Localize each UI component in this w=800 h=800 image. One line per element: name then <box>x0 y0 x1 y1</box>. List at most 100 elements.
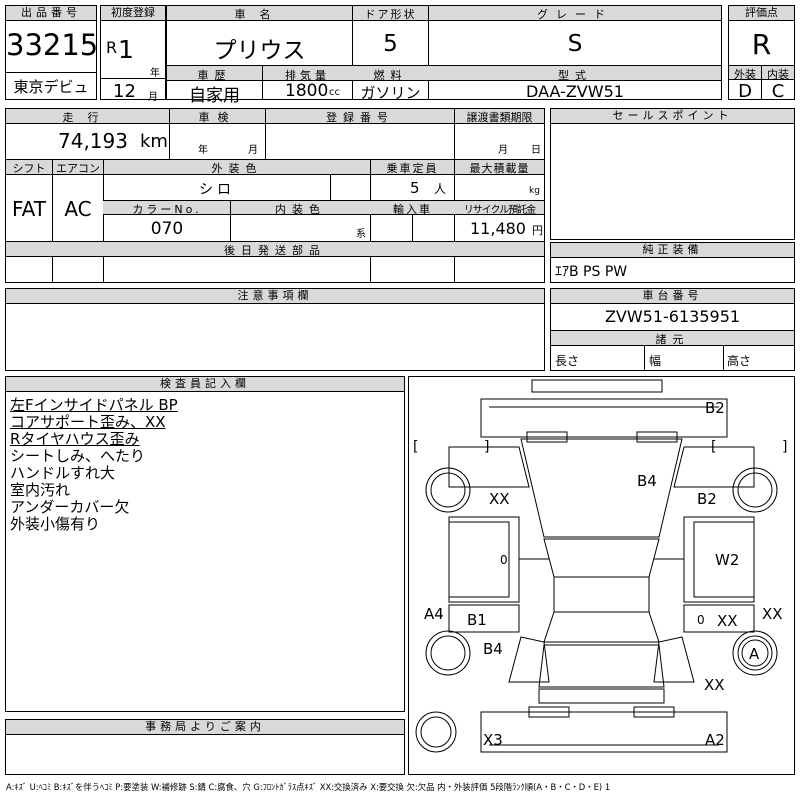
fuel-type: ガソリン <box>360 84 421 102</box>
mark-0-right-rear: 0 <box>697 613 705 627</box>
left-rear-wheel <box>425 630 471 676</box>
int-color-unit: 系 <box>356 229 366 240</box>
score-label: 評価点 <box>729 6 794 21</box>
note-line: 左Fインサイドパネル BP <box>10 396 178 414</box>
rear-bumper <box>538 688 665 704</box>
length-label: 長さ <box>555 354 580 368</box>
mark-a2-bottom: A2 <box>705 731 725 749</box>
mileage-unit: km <box>140 131 168 152</box>
note-line: Rタイヤハウス歪み <box>10 430 140 448</box>
mark-a4-left: A4 <box>424 605 444 623</box>
windshield <box>543 538 660 578</box>
bracket: ] <box>484 439 490 455</box>
load-label: 最大積載量 <box>469 162 530 175</box>
left-quarter <box>508 636 550 683</box>
transfer-label: 譲渡書類期限 <box>466 111 533 124</box>
color-no-label: カラーNo. <box>132 203 202 216</box>
inspector-label: 検査員記入欄 <box>6 377 404 392</box>
bracket: [ <box>711 439 717 455</box>
recycle-label: リサイクル預託金 <box>463 205 537 216</box>
right-rear-wheel <box>732 630 778 676</box>
mark-x3-bottom: X3 <box>483 731 503 749</box>
inspection-month-unit: 月 <box>248 145 258 156</box>
equipment-box: 純正装備 ｴｱB PS PW <box>550 242 795 283</box>
equipment: ｴｱB PS PW <box>555 264 628 280</box>
era: R <box>106 38 118 57</box>
mark-0-left: 0 <box>500 553 508 567</box>
door-label: ドア形状 <box>364 8 417 21</box>
first-reg-label: 初度登録 <box>101 6 165 21</box>
exterior-grade: D <box>738 81 752 102</box>
mileage: 74,193 <box>58 129 128 153</box>
color-number: 070 <box>150 219 184 239</box>
car-diagram-svg <box>415 379 778 753</box>
specs-label: 諸元 <box>655 333 690 346</box>
capacity: 5 <box>410 179 420 197</box>
ac-label: エアコン <box>56 162 100 175</box>
shift-label: シフト <box>12 162 46 175</box>
details-box: 走行 車検 登録番号 譲渡書類期限 74,193 km 年 月 月 日 シフト … <box>5 108 545 283</box>
trunk <box>538 644 665 688</box>
lot-label: 出品番号 <box>6 6 96 21</box>
rear-glass <box>543 611 660 643</box>
capacity-label: 乗車定員 <box>386 162 439 175</box>
debut-label: 東京デビュ <box>13 78 89 96</box>
fuel-label: 燃料 <box>373 69 408 82</box>
note-line: シートしみ、へたり <box>10 447 146 465</box>
right-rear-door <box>683 604 755 633</box>
left-front-wheel <box>425 467 471 513</box>
mileage-label: 走行 <box>62 111 113 124</box>
displacement-unit: cc <box>329 87 340 98</box>
inspection-year-unit: 年 <box>198 145 208 156</box>
chassis-label: 車台番号 <box>551 289 794 304</box>
note-line: コアサポート歪み、XX <box>10 413 166 431</box>
inspector-notes: 左Fインサイドパネル BP コアサポート歪み、XX Rタイヤハウス歪み シートし… <box>10 397 178 533</box>
ac-type: AC <box>64 197 92 221</box>
exterior-color: シロ <box>199 182 235 198</box>
lot-box: 出品番号 33215 東京デビュ <box>5 5 99 100</box>
inspection-label: 車検 <box>198 111 237 124</box>
ext-color-label: 外装色 <box>211 162 263 175</box>
car-diagram: [ ] [ ] B2 B4 XX B2 0 W2 A4 B1 0 XX XX B… <box>408 376 795 775</box>
month-number: 12 <box>113 81 136 102</box>
right-quarter <box>653 636 695 683</box>
mark-xx-right-edge: XX <box>762 605 783 623</box>
hood <box>520 438 683 538</box>
caution-label: 注意事項欄 <box>6 289 544 304</box>
displacement: 1800 <box>285 81 329 101</box>
grade: S <box>567 31 583 57</box>
model-code: DAA-ZVW51 <box>526 82 624 101</box>
office-label: 事務局よりご案内 <box>6 720 404 735</box>
note-line: ハンドルすれ大 <box>10 464 116 482</box>
left-rear-door <box>448 604 520 633</box>
recycle-fee: 11,480 <box>470 219 526 238</box>
mark-b4-hood: B4 <box>637 472 657 490</box>
note-line: 室内汚れ <box>10 481 71 499</box>
caution-box: 注意事項欄 <box>5 288 545 371</box>
history-label: 車歴 <box>197 69 232 82</box>
grade-label: グレード <box>537 8 613 21</box>
transfer-month-unit: 月 <box>498 145 508 156</box>
first-registration-box: 初度登録 R 1 年 12 月 <box>100 5 166 103</box>
exterior-label: 外装 <box>734 68 756 81</box>
right-front-door <box>683 516 755 603</box>
inspector-box: 検査員記入欄 左Fインサイドパネル BP コアサポート歪み、XX Rタイヤハウス… <box>5 376 405 712</box>
front-bumper <box>531 379 663 393</box>
chassis-box: 車台番号 ZVW51-6135951 諸元 長さ 幅 高さ <box>550 288 795 371</box>
mark-xx-right-rear: XX <box>717 612 738 630</box>
mark-a-right-wheel: A <box>749 645 760 663</box>
capacity-unit: 人 <box>434 182 447 196</box>
score-box: 評価点 R 外装 内装 D C <box>728 5 795 102</box>
int-color-label: 内装色 <box>275 203 326 216</box>
front-panel <box>480 398 728 438</box>
lot-number: 33215 <box>6 28 99 62</box>
transfer-day-unit: 日 <box>531 145 541 156</box>
interior-grade: C <box>771 81 785 102</box>
car-info-box: 車名 ドア形状 グレード プリウス 5 S 車歴 排気量 燃料 型式 自家用 1… <box>166 5 722 106</box>
interior-label: 内装 <box>767 68 789 81</box>
year-unit: 年 <box>150 68 160 79</box>
note-line: 外装小傷有り <box>10 515 101 533</box>
mark-w2-right: W2 <box>715 551 740 569</box>
car-name-label: 車名 <box>234 8 285 21</box>
year-number: 1 <box>118 35 134 64</box>
